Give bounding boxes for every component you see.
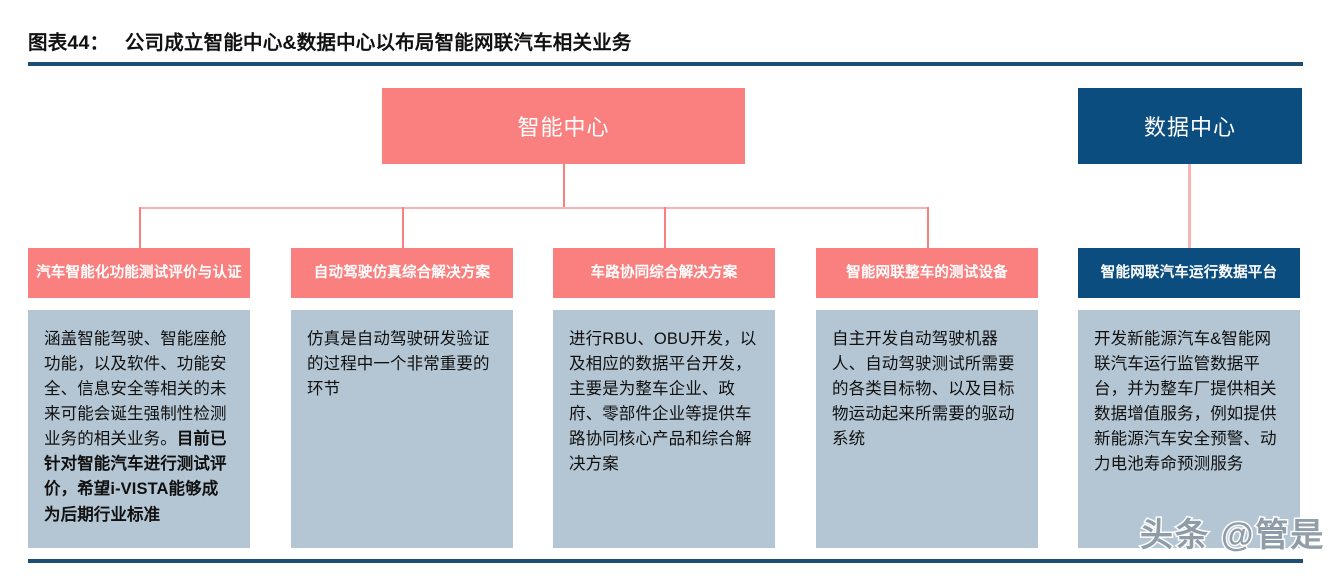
column-3-body-normal: 进行RBU、OBU开发，以及相应的数据平台开发，主要是为整车企业、政府、零部件企… bbox=[569, 330, 757, 474]
figure-title: 公司成立智能中心&数据中心以布局智能网联汽车相关业务 bbox=[124, 32, 632, 54]
column-1-body: 涵盖智能驾驶、智能座舱功能，以及软件、功能安全、信息安全等相关的未来可能会诞生强… bbox=[28, 310, 250, 548]
connector-drop-1 bbox=[139, 207, 141, 248]
connector-drop-data-center bbox=[1188, 164, 1191, 248]
figure-label: 图表44： bbox=[28, 32, 110, 54]
column-1-header[interactable]: 汽车智能化功能测试评价与认证 bbox=[28, 248, 250, 298]
column-3-body: 进行RBU、OBU开发，以及相应的数据平台开发，主要是为整车企业、政府、零部件企… bbox=[553, 310, 775, 548]
connector-horizontal-bus bbox=[139, 207, 929, 209]
column-2-body-normal: 仿真是自动驾驶研发验证的过程中一个非常重要的环节 bbox=[307, 330, 490, 399]
column-1-body-bold: 目前已针对智能汽车进行测试评价，希望i-VISTA能够成为后期行业标准 bbox=[44, 430, 227, 524]
column-4-header-label: 智能网联整车的测试设备 bbox=[846, 264, 1008, 281]
column-4: 智能网联整车的测试设备 自主开发自动驾驶机器人、自动驾驶测试所需要的各类目标物、… bbox=[816, 248, 1038, 548]
column-5: 智能网联汽车运行数据平台 开发新能源汽车&智能网联汽车运行监管数据平台，并为整车… bbox=[1078, 248, 1300, 548]
column-4-body: 自主开发自动驾驶机器人、自动驾驶测试所需要的各类目标物、以及目标物运动起来所需要… bbox=[816, 310, 1038, 548]
column-3-header[interactable]: 车路协同综合解决方案 bbox=[553, 248, 775, 298]
bottom-rule bbox=[28, 559, 1303, 563]
column-3: 车路协同综合解决方案 进行RBU、OBU开发，以及相应的数据平台开发，主要是为整… bbox=[553, 248, 775, 548]
column-5-header-label: 智能网联汽车运行数据平台 bbox=[1100, 264, 1278, 281]
connector-trunk bbox=[563, 164, 565, 208]
connector-drop-3 bbox=[664, 207, 666, 248]
column-2-header-label: 自动驾驶仿真综合解决方案 bbox=[313, 264, 491, 281]
node-data-center[interactable]: 数据中心 bbox=[1078, 88, 1302, 164]
column-2: 自动驾驶仿真综合解决方案 仿真是自动驾驶研发验证的过程中一个非常重要的环节 bbox=[291, 248, 513, 548]
column-1-body-normal: 涵盖智能驾驶、智能座舱功能，以及软件、功能安全、信息安全等相关的未来可能会诞生强… bbox=[44, 330, 227, 449]
column-1: 汽车智能化功能测试评价与认证 涵盖智能驾驶、智能座舱功能，以及软件、功能安全、信… bbox=[28, 248, 250, 548]
column-4-body-normal: 自主开发自动驾驶机器人、自动驾驶测试所需要的各类目标物、以及目标物运动起来所需要… bbox=[832, 330, 1015, 449]
title-rule bbox=[28, 62, 1303, 66]
connector-drop-2 bbox=[402, 207, 404, 248]
node-intelligent-center[interactable]: 智能中心 bbox=[382, 88, 745, 164]
node-intelligent-center-label: 智能中心 bbox=[517, 115, 610, 140]
column-5-body: 开发新能源汽车&智能网联汽车运行监管数据平台，并为整车厂提供相关数据增值服务，例… bbox=[1078, 310, 1300, 548]
column-5-body-normal: 开发新能源汽车&智能网联汽车运行监管数据平台，并为整车厂提供相关数据增值服务，例… bbox=[1094, 330, 1277, 474]
page-title: 图表44： 公司成立智能中心&数据中心以布局智能网联汽车相关业务 bbox=[28, 26, 632, 55]
column-3-header-label: 车路协同综合解决方案 bbox=[590, 264, 738, 281]
column-2-body: 仿真是自动驾驶研发验证的过程中一个非常重要的环节 bbox=[291, 310, 513, 548]
column-1-header-label: 汽车智能化功能测试评价与认证 bbox=[36, 264, 242, 281]
connector-drop-4 bbox=[927, 207, 929, 248]
node-data-center-label: 数据中心 bbox=[1143, 115, 1236, 140]
column-2-header[interactable]: 自动驾驶仿真综合解决方案 bbox=[291, 248, 513, 298]
watermark: 头条 @管是 bbox=[1138, 515, 1326, 555]
column-5-header[interactable]: 智能网联汽车运行数据平台 bbox=[1078, 248, 1300, 298]
column-4-header[interactable]: 智能网联整车的测试设备 bbox=[816, 248, 1038, 298]
